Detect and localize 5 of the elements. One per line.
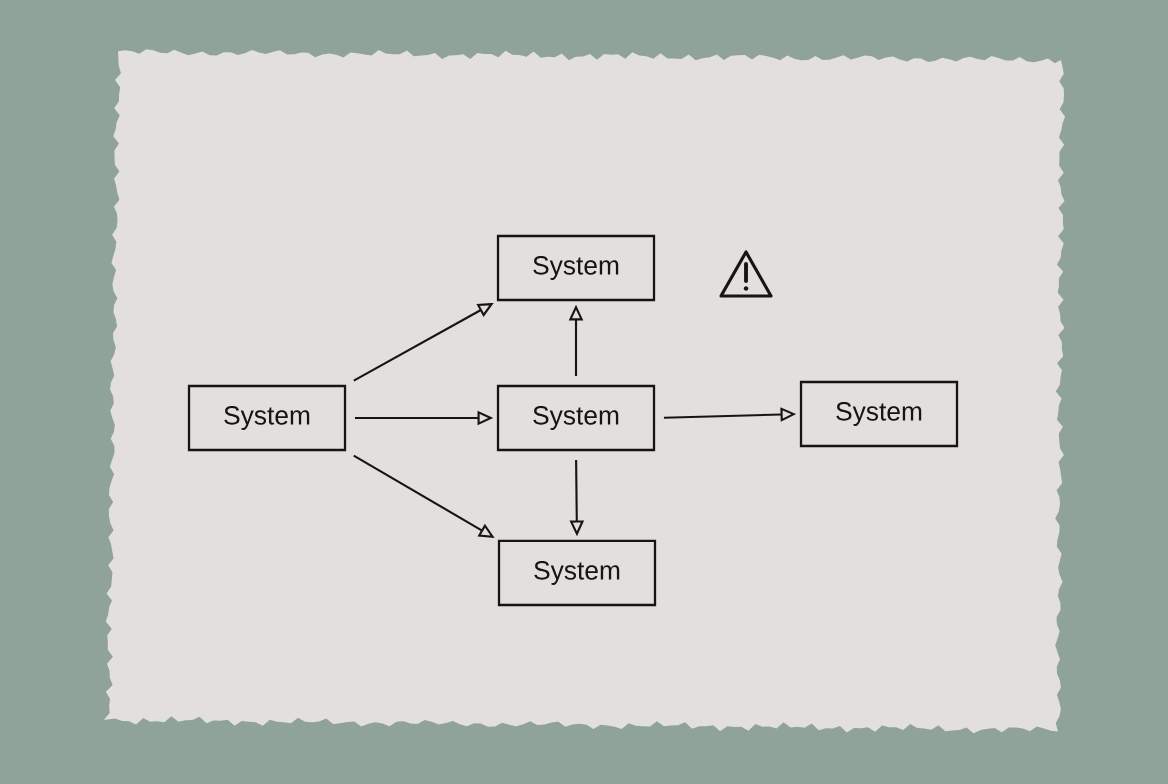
process-box: System [496, 384, 656, 452]
process-box: System [496, 234, 656, 302]
process-box: System [799, 380, 959, 448]
process-box: System [187, 384, 347, 452]
process-box: System [497, 539, 657, 607]
